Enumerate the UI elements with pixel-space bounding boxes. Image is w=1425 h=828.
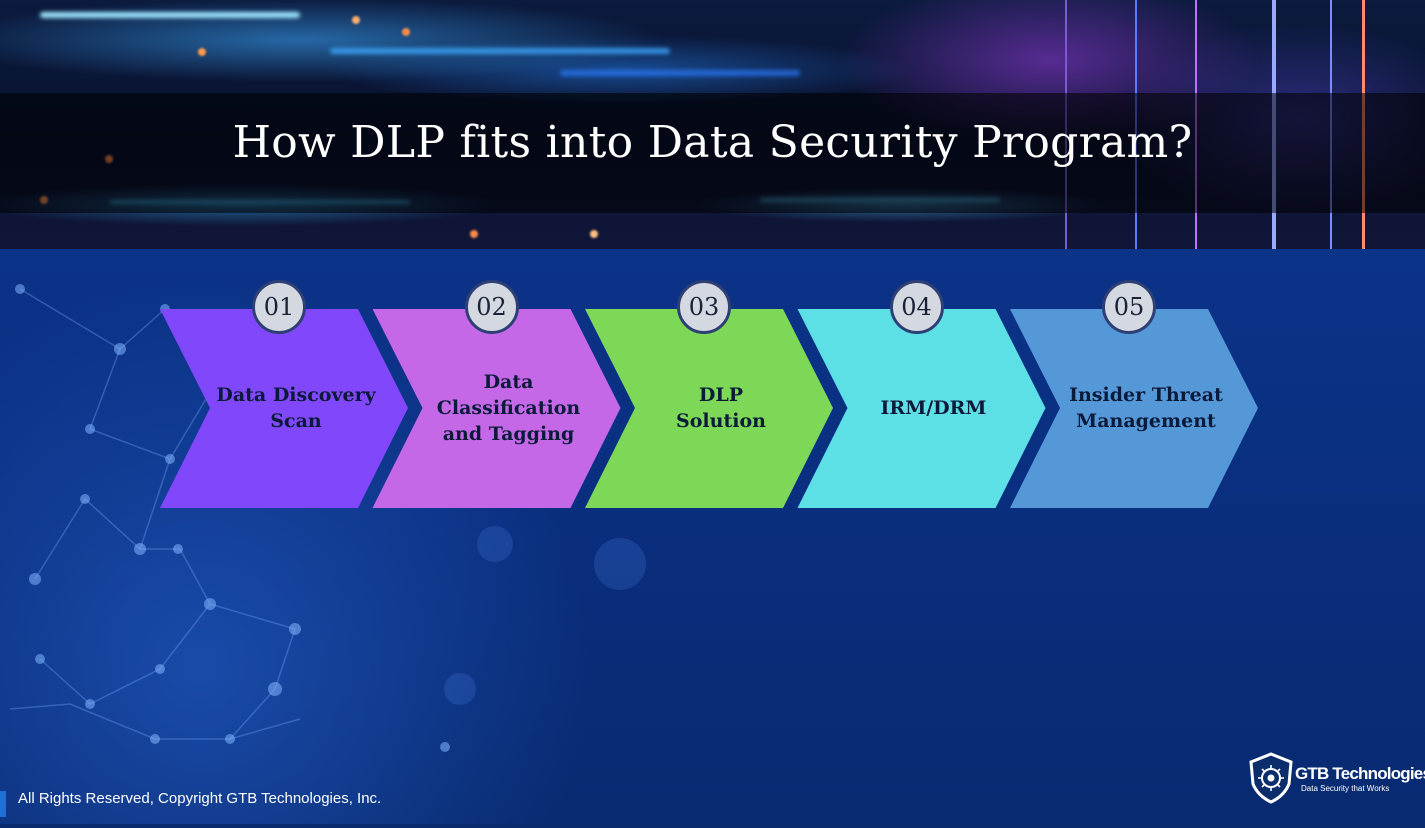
step-arrow-04 xyxy=(797,309,1046,508)
logo-wordmark: GTB Technologies xyxy=(1295,764,1425,783)
logo-tagline: Data Security that Works xyxy=(1301,784,1390,793)
step-arrow-02 xyxy=(372,309,621,508)
light-streak xyxy=(330,48,670,54)
shield-icon xyxy=(1249,752,1293,804)
copyright-text: All Rights Reserved, Copyright GTB Techn… xyxy=(18,790,382,807)
step-arrow-05 xyxy=(1010,309,1258,508)
step-arrow-01 xyxy=(160,309,408,508)
step-number-02: 02 xyxy=(464,280,519,334)
step-label-04: IRM/DRM xyxy=(880,397,987,419)
step-arrow-03 xyxy=(585,309,833,508)
step-number-01: 01 xyxy=(252,280,306,334)
step-number-05: 05 xyxy=(1102,280,1156,334)
step-number-04: 04 xyxy=(889,280,944,334)
title-band xyxy=(0,93,1425,213)
light-streak xyxy=(560,70,800,76)
light-dot xyxy=(470,230,478,238)
step-number-03: 03 xyxy=(677,280,731,334)
header-banner xyxy=(0,0,1425,249)
light-dot xyxy=(198,48,206,56)
light-dot xyxy=(402,28,410,36)
footer-accent-bar xyxy=(0,791,6,817)
light-streak xyxy=(40,12,300,18)
light-dot xyxy=(590,230,598,238)
slide-title: How DLP fits into Data Security Program? xyxy=(232,117,1193,168)
company-logo: GTB Technologies Data Security that Work… xyxy=(1248,752,1425,804)
light-dot xyxy=(352,16,360,24)
